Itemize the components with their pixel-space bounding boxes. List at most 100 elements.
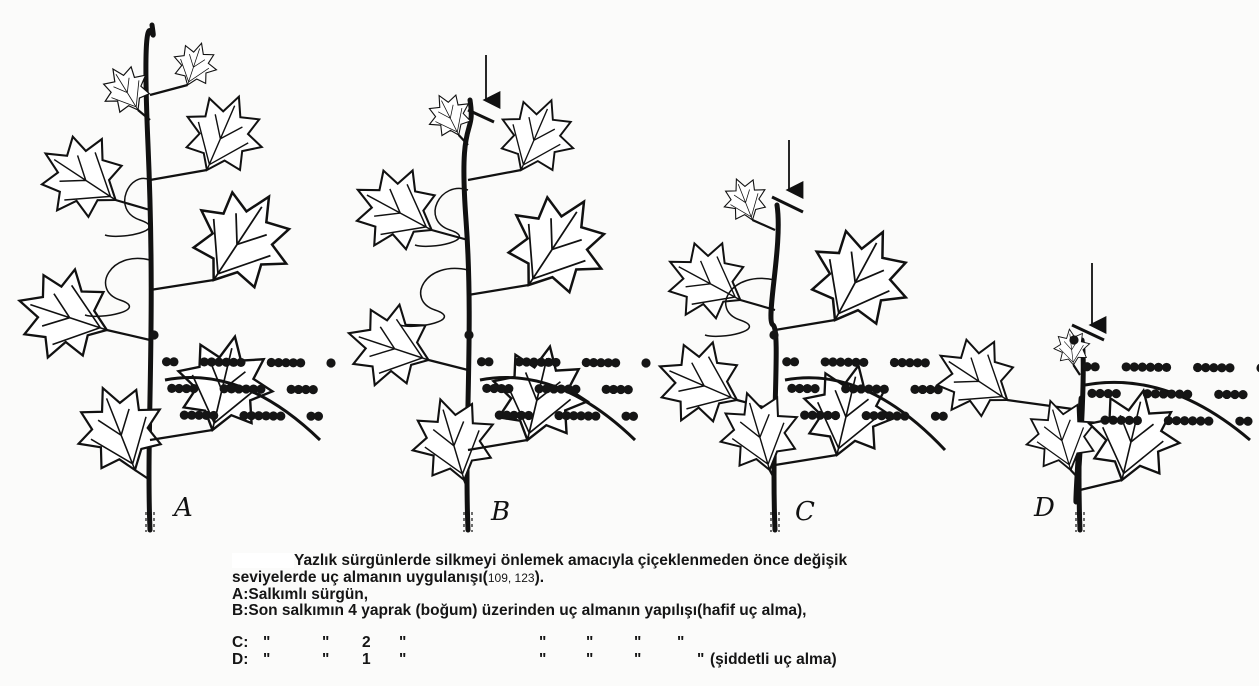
leaf <box>651 225 760 334</box>
flower-bud <box>769 330 778 339</box>
ditto-mark: " <box>263 651 270 669</box>
flower-bud <box>624 385 633 394</box>
leaf <box>166 325 284 443</box>
flower-bud <box>611 358 620 367</box>
tendril <box>400 268 468 326</box>
flower-bud <box>1230 390 1239 399</box>
leaf <box>171 81 277 187</box>
flower-bud <box>551 358 560 367</box>
flower-bud <box>1243 417 1252 426</box>
leaf <box>717 171 773 227</box>
ditto-mark: " <box>399 634 406 652</box>
flower-bud <box>1225 363 1234 372</box>
flower-bud <box>1095 389 1104 398</box>
flower-bud <box>1204 416 1213 425</box>
flower-bud <box>524 411 533 420</box>
flower-bud <box>1201 363 1210 372</box>
cut-marker-b <box>468 55 494 122</box>
flower-bud <box>921 358 930 367</box>
flower-bud <box>939 412 948 421</box>
flower-bud <box>1214 390 1223 399</box>
flower-bud <box>571 385 580 394</box>
cut-marker-d <box>1072 263 1104 340</box>
flower-bud <box>790 357 799 366</box>
flower-bud <box>1183 390 1192 399</box>
flower-bud <box>484 357 493 366</box>
panel-label-b: B <box>491 497 510 527</box>
flower-bud <box>880 385 889 394</box>
flower-bud <box>1130 362 1139 371</box>
caption-item-a: A:Salkımlı sürgün, <box>232 587 992 604</box>
flower-bud <box>189 384 198 393</box>
flower-bud <box>326 358 335 367</box>
flower-bud <box>629 412 638 421</box>
flower-bud <box>1117 416 1126 425</box>
flower-bud <box>1222 390 1231 399</box>
flower-bud <box>256 385 265 394</box>
flower-bud <box>504 384 513 393</box>
flower-bud <box>464 330 473 339</box>
flower-bud <box>1196 416 1205 425</box>
shoot-b <box>335 85 650 532</box>
ditto-mark: " <box>322 634 329 652</box>
leaf <box>1017 391 1105 479</box>
shoot-c <box>643 171 961 532</box>
flower-bud <box>1188 416 1197 425</box>
leaf <box>335 292 443 400</box>
figure-caption: Yazlık sürgünlerde silkmeyi önlemek amac… <box>232 553 992 620</box>
caption-line-1: Yazlık sürgünlerde silkmeyi önlemek amac… <box>232 553 992 570</box>
flower-bud <box>1175 390 1184 399</box>
caption-item-b: B:Son salkımın 4 yaprak (boğum) üzerinde… <box>232 603 992 620</box>
leaf <box>23 117 140 234</box>
ditto-mark: " <box>697 651 704 669</box>
flower-bud <box>1159 389 1168 398</box>
flower-bud <box>900 411 909 420</box>
redacted-figure-number <box>232 553 294 568</box>
flower-bud <box>859 358 868 367</box>
leaf <box>167 36 223 92</box>
flower-bud <box>641 358 650 367</box>
flower-bud <box>1133 416 1142 425</box>
flower-bud <box>276 411 285 420</box>
caption-item-c-number: 2 <box>362 634 371 652</box>
flower-bud <box>1087 389 1096 398</box>
flower-bud <box>1100 415 1109 424</box>
flower-bud <box>1235 417 1244 426</box>
flower-bud <box>1069 335 1078 344</box>
flower-bud <box>1154 363 1163 372</box>
ditto-mark: " <box>634 651 641 669</box>
panel-label-a: A <box>174 493 193 523</box>
caption-item-d-prefix: D: <box>232 651 248 669</box>
shoot-a <box>5 25 336 532</box>
ditto-mark: " <box>399 651 406 669</box>
cut-marker-c <box>772 140 803 212</box>
leaf <box>487 85 588 186</box>
caption-item-c-prefix: C: <box>232 634 248 652</box>
panel-label-c: C <box>795 497 815 527</box>
flower-bud <box>1146 363 1155 372</box>
flower-bud <box>1143 389 1152 398</box>
flower-bud <box>314 412 323 421</box>
leaf <box>64 372 177 485</box>
flower-bud <box>1167 389 1176 398</box>
leaf <box>402 388 505 491</box>
leaf <box>481 335 599 453</box>
ditto-mark: " <box>634 634 641 652</box>
flower-bud <box>1138 363 1147 372</box>
flower-bud <box>1238 390 1247 399</box>
ditto-mark: " <box>539 651 546 669</box>
flower-bud <box>1104 389 1113 398</box>
flower-bud <box>1082 362 1091 371</box>
ditto-mark: " <box>539 634 546 652</box>
leaf <box>173 169 312 308</box>
flower-bud <box>149 330 158 339</box>
flower-bud <box>1209 363 1218 372</box>
flower-bud <box>810 384 819 393</box>
flower-bud <box>1193 363 1202 372</box>
flower-bud <box>1164 416 1173 425</box>
leaf <box>792 354 905 467</box>
leaf <box>5 255 123 373</box>
panel-label-d: D <box>1034 493 1055 523</box>
flower-bud <box>209 411 218 420</box>
